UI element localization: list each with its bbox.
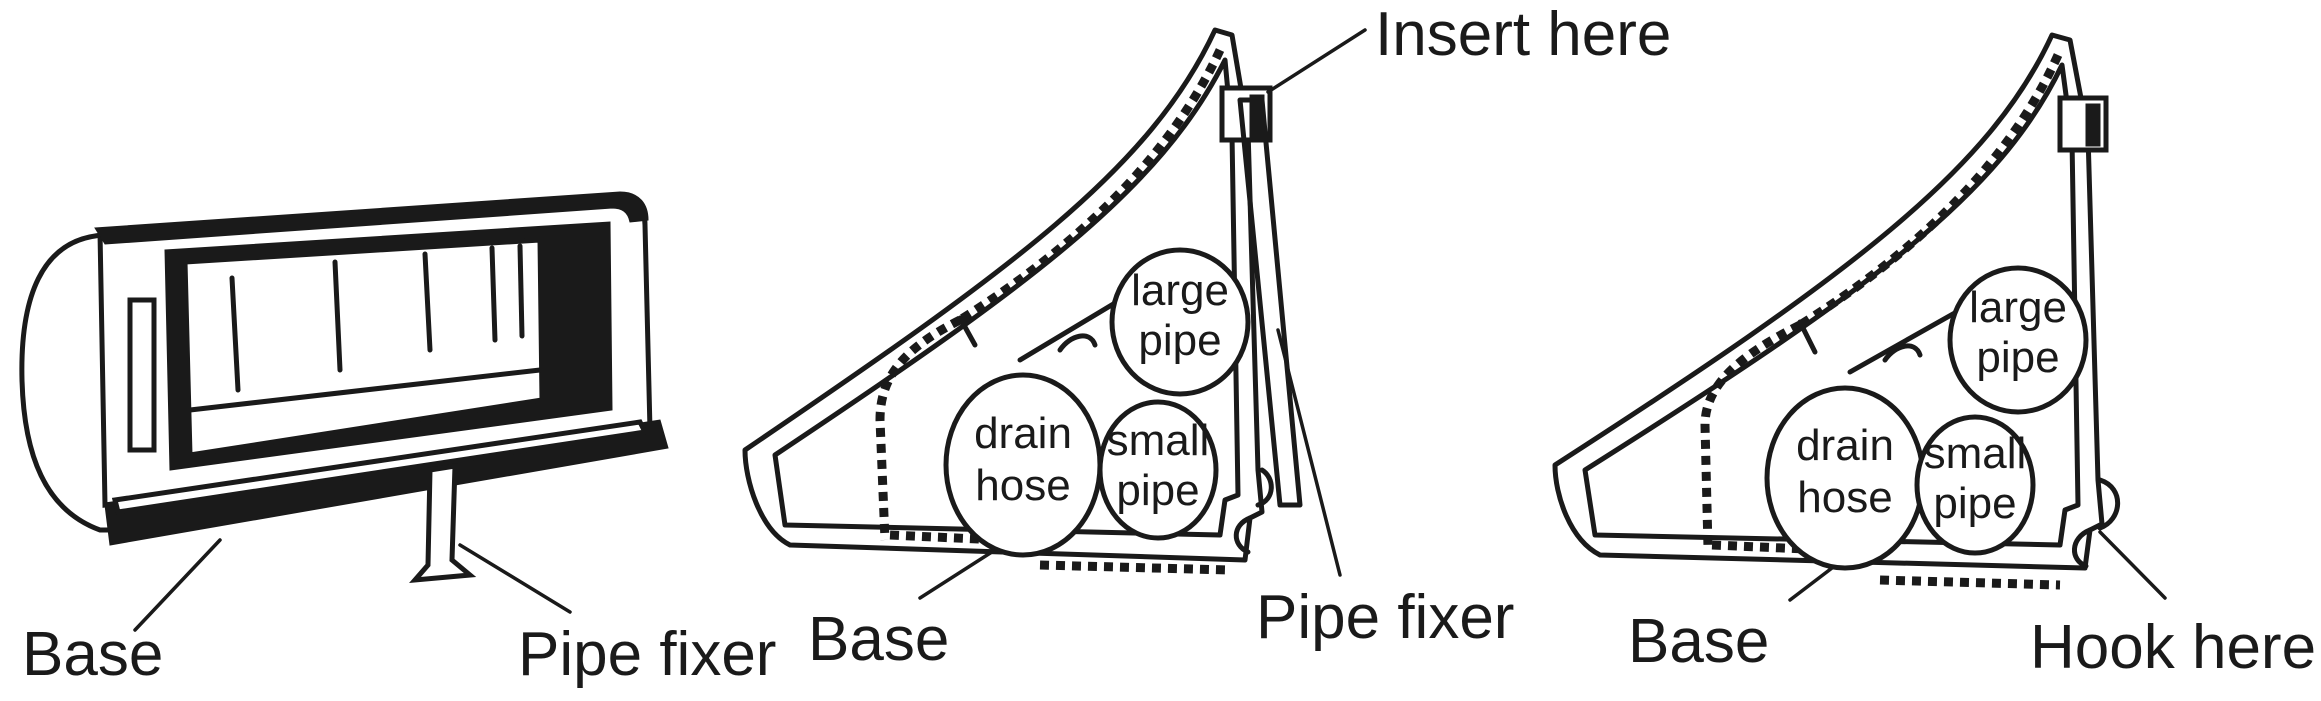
fig2-insulation-inner bbox=[875, 315, 963, 541]
fig1-base-edge bbox=[111, 419, 649, 515]
fig3-large-pipe bbox=[1947, 265, 2089, 415]
fig1-slat bbox=[517, 243, 525, 339]
fig3-insulation-inner bbox=[1700, 320, 1803, 549]
fig3-hook bbox=[2097, 477, 2121, 531]
fig2-pipe-fixer-label: Pipe fixer bbox=[1256, 583, 1514, 652]
fig2-cross-section: large pipe drain hose small pipe bbox=[742, 27, 1367, 600]
fig2-base-label: Base bbox=[808, 605, 949, 674]
fig3-hook-here-leader bbox=[2098, 530, 2167, 600]
fig2-insulation-top bbox=[957, 48, 1225, 324]
fig1-slat bbox=[229, 275, 241, 393]
fig2-small-pipe-label-2: pipe bbox=[1116, 466, 1199, 515]
fig1-unit-left-end bbox=[19, 232, 113, 533]
fig2-large-pipe-label-2: pipe bbox=[1138, 316, 1221, 365]
fig2-hook bbox=[1255, 467, 1274, 508]
fig2-base-leader bbox=[918, 548, 997, 600]
fig2-small-pipe-label-1: small bbox=[1107, 416, 1210, 465]
fig1-unit-ledge bbox=[187, 367, 543, 413]
fig2-large-pipe bbox=[1109, 247, 1251, 397]
fig2-outer-shell bbox=[742, 27, 1265, 563]
fig3-large-pipe-label-2: pipe bbox=[1976, 333, 2059, 382]
fig2-rib bbox=[1017, 297, 1123, 363]
fig3-small-pipe-label-1: small bbox=[1924, 429, 2027, 478]
fig3-clip bbox=[1882, 343, 1923, 363]
fig3-insulation-bottom-b bbox=[1879, 575, 2061, 590]
fig3-rib bbox=[1847, 307, 1963, 375]
fig2-insert-here-label: Insert here bbox=[1375, 0, 1671, 69]
fig3-base-leader bbox=[1788, 566, 1834, 602]
fig2-small-pipe bbox=[1097, 399, 1219, 541]
fig3-drain-hose-label-1: drain bbox=[1796, 421, 1894, 470]
fig1-unit-top-rim bbox=[94, 191, 649, 245]
fig3-cross-section: large pipe drain hose small pipe bbox=[1552, 32, 2167, 602]
fig3-small-pipe-label-2: pipe bbox=[1933, 479, 2016, 528]
fig1-pipe-fixer-leader bbox=[458, 543, 572, 614]
fig3-base-label: Base bbox=[1628, 607, 1769, 676]
fig2-insert-here-leader bbox=[1266, 28, 1367, 94]
fig3-insulation-top bbox=[1797, 53, 2063, 329]
fig1-slat bbox=[489, 245, 498, 343]
fig2-clip bbox=[1057, 333, 1098, 353]
fig2-insulation-bottom-b bbox=[1039, 560, 1231, 575]
fig3-inner-shell bbox=[1582, 62, 2081, 548]
fig3-hook-here-label: Hook here bbox=[2030, 613, 2316, 682]
fig1-pipe-fixer-label: Pipe fixer bbox=[518, 620, 776, 689]
fig1-base-label: Base bbox=[22, 620, 163, 689]
fig3-hook-lower bbox=[2072, 527, 2093, 569]
fig2-insulation-bottom-a bbox=[889, 530, 1001, 545]
fig2-drain-hose-label-2: hose bbox=[975, 461, 1070, 510]
fig1-slat bbox=[422, 251, 433, 353]
fig2-large-pipe-label-1: large bbox=[1131, 266, 1229, 315]
fig1-unit-side-slot bbox=[127, 297, 157, 453]
fig3-fastener-bolt bbox=[2085, 103, 2101, 147]
fig3-drain-hose-label-2: hose bbox=[1797, 473, 1892, 522]
fig2-inner-shell bbox=[772, 57, 1241, 538]
fig1-slat bbox=[332, 259, 343, 373]
fig1-pipe-fixer-tab bbox=[409, 463, 477, 584]
fig3-small-pipe bbox=[1914, 414, 2036, 556]
fig2-hook-lower bbox=[1233, 515, 1253, 555]
fig2-rib bbox=[957, 315, 978, 348]
fig2-pipe-fixer-strip bbox=[1237, 97, 1303, 508]
fig3-rib bbox=[1797, 319, 1818, 355]
fig3-large-pipe-label-1: large bbox=[1969, 283, 2067, 332]
fig3-outer-shell bbox=[1552, 32, 2105, 571]
fig1-indoor-unit bbox=[19, 191, 669, 632]
fig2-drain-hose-label-1: drain bbox=[974, 409, 1072, 458]
fig2-pipe-fixer-leader bbox=[1276, 328, 1342, 577]
fig1-base-leader bbox=[133, 538, 222, 632]
